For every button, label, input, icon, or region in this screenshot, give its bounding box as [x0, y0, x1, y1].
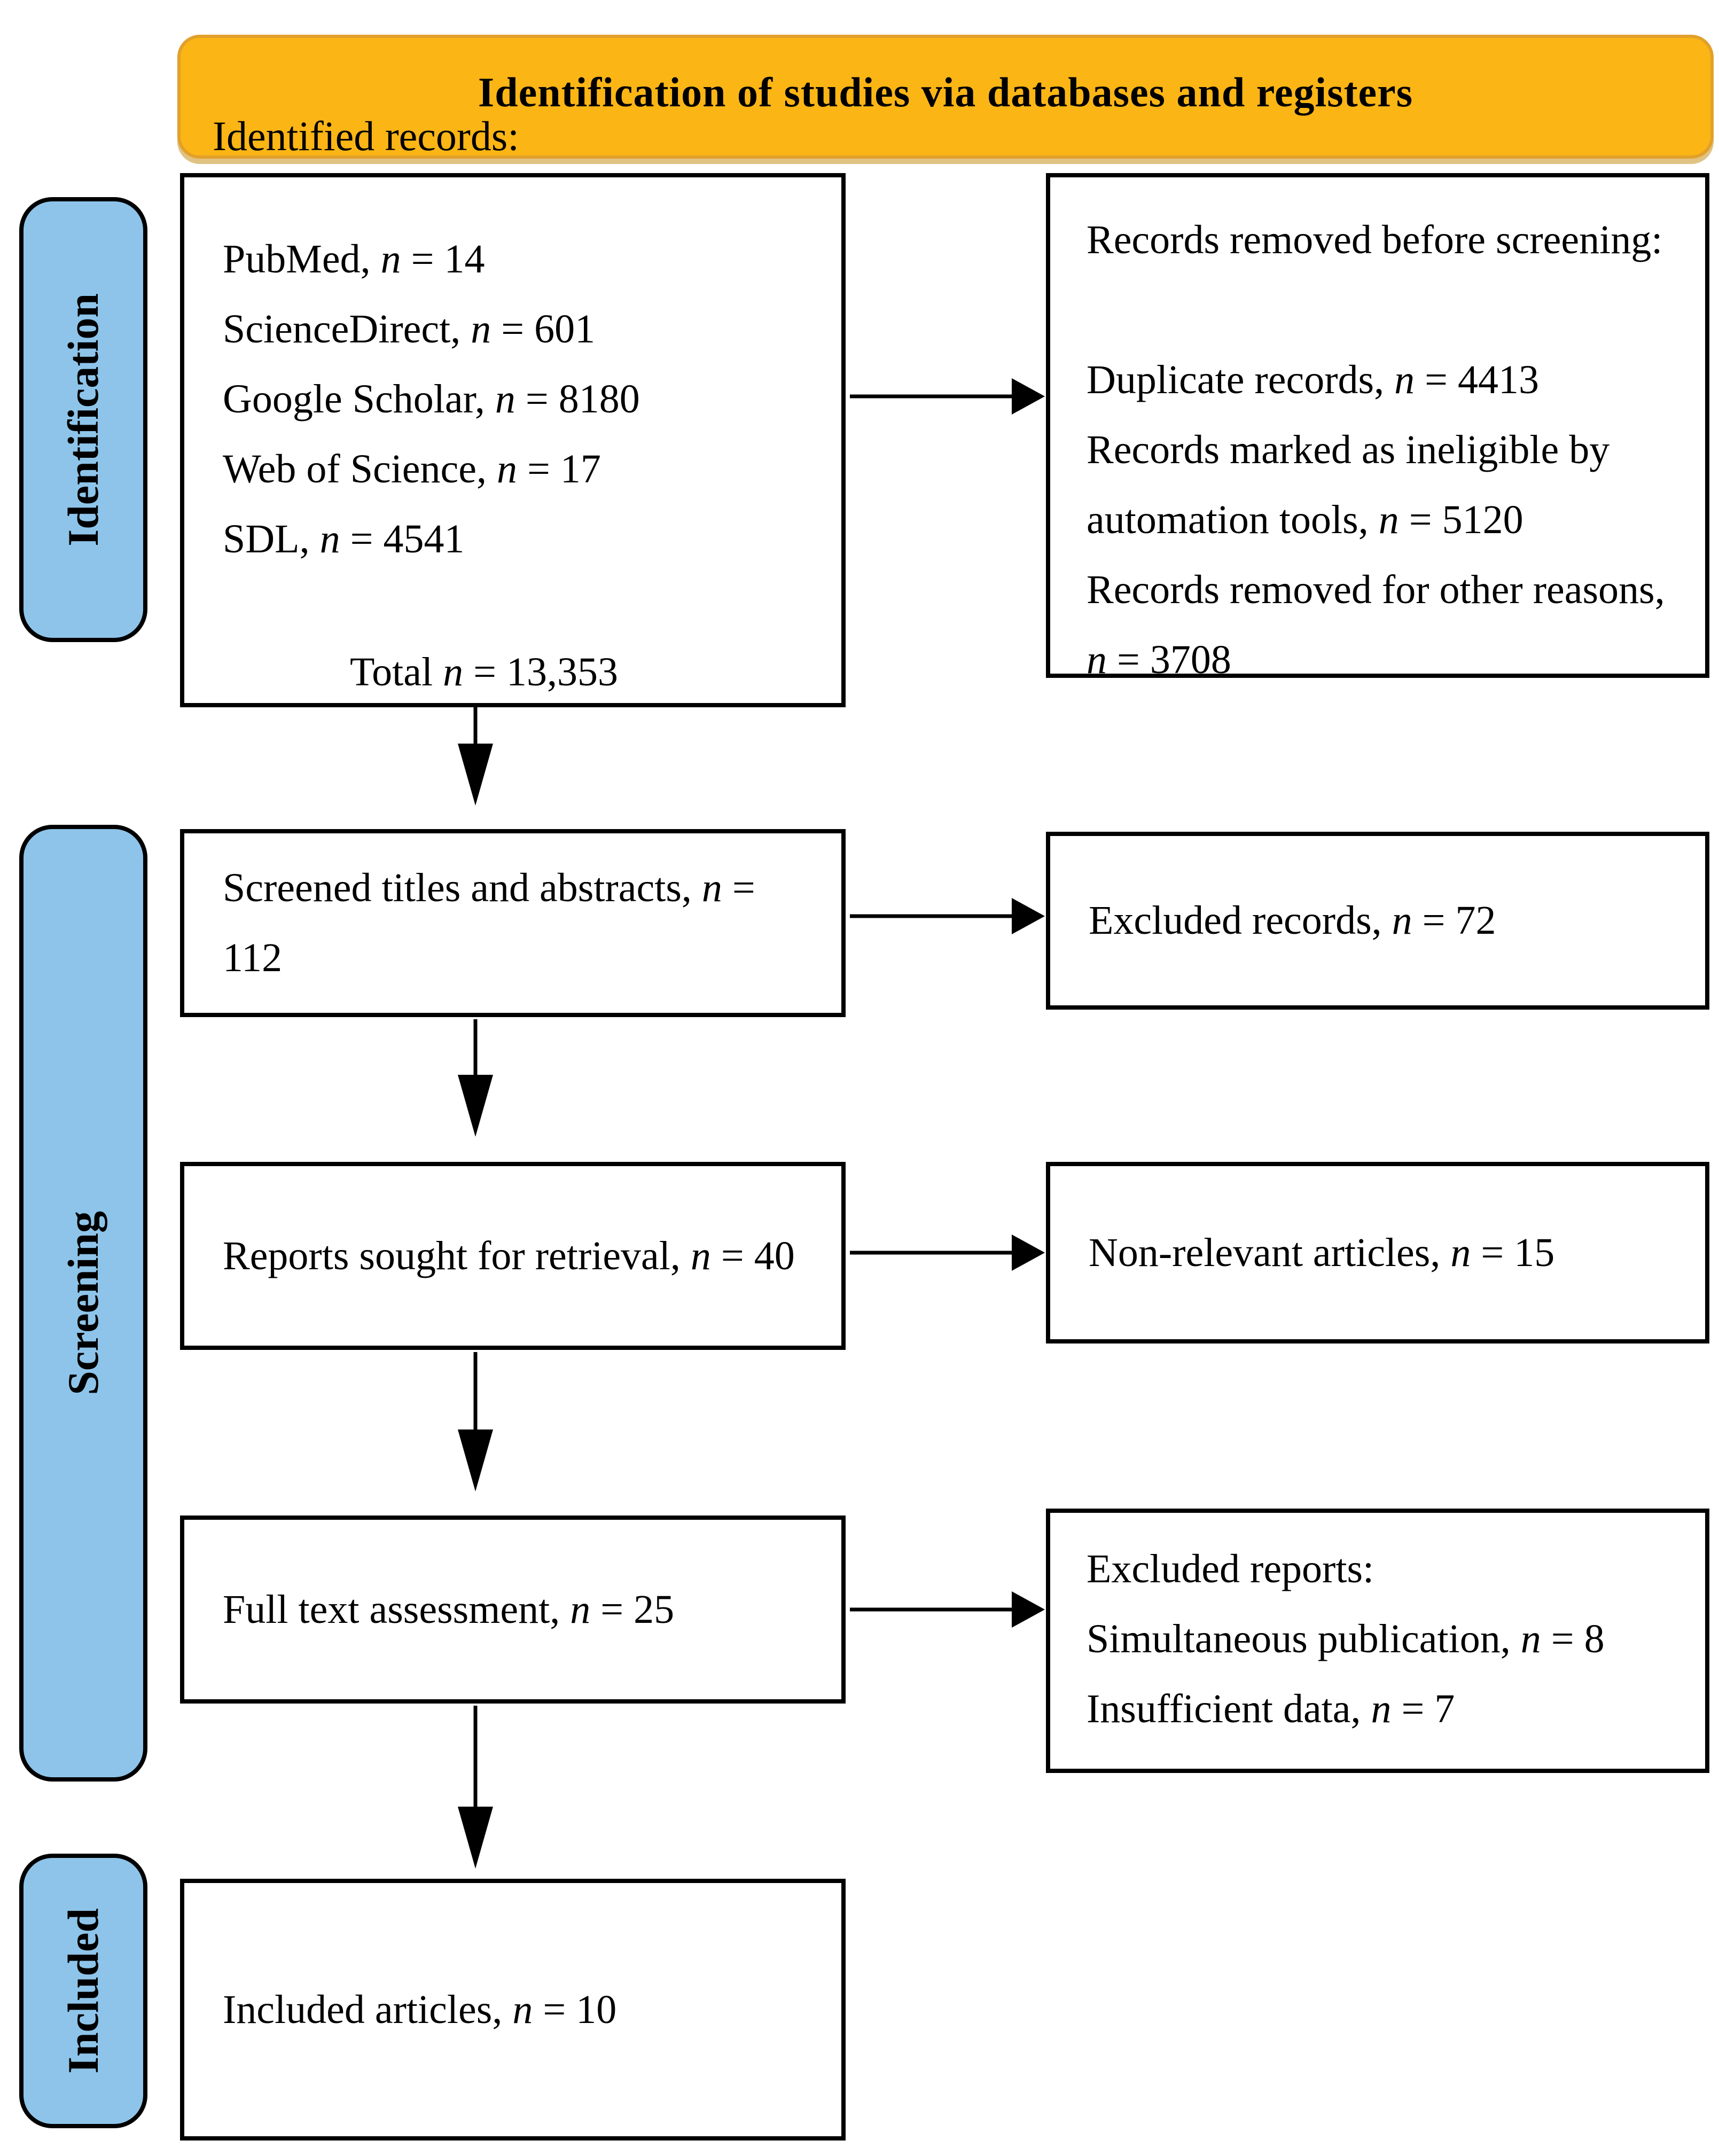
box-full-text-assessment: Full text assessment, n = 25 — [180, 1516, 846, 1704]
full-text-assessment-text: Full text assessment, n = 25 — [223, 1587, 675, 1632]
included-articles-text: Included articles, n = 10 — [223, 1987, 617, 2032]
screened-text: Screened titles and abstracts, n = 112 — [223, 865, 755, 980]
db-line-pubmed: PubMed, n = 14 — [223, 237, 485, 282]
records-removed-heading: Records removed before screening: — [1087, 217, 1663, 262]
box-reports-sought-retrieval: Reports sought for retrieval, n = 40 — [180, 1162, 846, 1350]
arrow-identified-to-removed — [850, 378, 1045, 415]
box-excluded-records: Excluded records, n = 72 — [1046, 832, 1709, 1010]
stage-band-included: Included — [19, 1854, 147, 2128]
box-excluded-reports: Excluded reports: Simultaneous publicati… — [1046, 1509, 1709, 1773]
db-line-sdl: SDL, n = 4541 — [223, 517, 465, 561]
excluded-simultaneous-line: Simultaneous publication, n = 8 — [1087, 1616, 1605, 1661]
removed-duplicates-line: Duplicate records, n = 4413 — [1087, 357, 1539, 402]
db-line-googlescholar: Google Scholar, n = 8180 — [223, 377, 640, 421]
total-records-line: Total n = 13,353 — [350, 650, 618, 694]
arrow-fulltext-to-excludedreports — [850, 1591, 1045, 1628]
box-non-relevant-articles: Non-relevant articles, n = 15 — [1046, 1162, 1709, 1343]
arrow-reports-to-fulltext — [458, 1352, 493, 1491]
excluded-insufficient-line: Insufficient data, n = 7 — [1087, 1686, 1455, 1731]
arrow-screened-to-reports — [458, 1019, 493, 1137]
excluded-records-text: Excluded records, n = 72 — [1089, 898, 1496, 943]
stage-band-identification: Identification — [19, 197, 147, 642]
identified-records-label: Identified records: — [213, 113, 519, 159]
db-line-webofscience: Web of Science, n = 17 — [223, 447, 601, 491]
box-records-removed-before-screening: Records removed before screening: Duplic… — [1046, 173, 1709, 682]
stage-band-screening: Screening — [19, 825, 147, 1782]
stage-label-identification: Identification — [59, 293, 107, 546]
arrow-fulltext-to-included — [458, 1706, 493, 1869]
reports-sought-text: Reports sought for retrieval, n = 40 — [223, 1233, 795, 1278]
removed-other-reasons-line: Records removed for other reasons, n = 3… — [1087, 567, 1665, 682]
arrow-identified-to-screened — [458, 707, 493, 806]
box-included-articles: Included articles, n = 10 — [180, 1879, 846, 2141]
removed-automation-line: Records marked as ineligible by automati… — [1087, 427, 1610, 542]
excluded-reports-heading: Excluded reports: — [1087, 1546, 1374, 1591]
stage-label-included: Included — [59, 1908, 107, 2074]
box-identified-records: PubMed, n = 14 ScienceDirect, n = 601 Go… — [180, 173, 846, 707]
banner-identification-via-databases: Identification of studies via databases … — [177, 35, 1714, 159]
arrow-screened-to-excluded — [850, 898, 1045, 934]
db-line-sciencedirect: ScienceDirect, n = 601 — [223, 307, 596, 351]
banner-title: Identification of studies via databases … — [478, 69, 1413, 115]
non-relevant-text: Non-relevant articles, n = 15 — [1089, 1230, 1555, 1275]
box-screened-titles-abstracts: Screened titles and abstracts, n = 112 — [180, 829, 846, 1017]
arrow-reports-to-nonrelevant — [850, 1235, 1045, 1271]
stage-label-screening: Screening — [59, 1211, 107, 1395]
